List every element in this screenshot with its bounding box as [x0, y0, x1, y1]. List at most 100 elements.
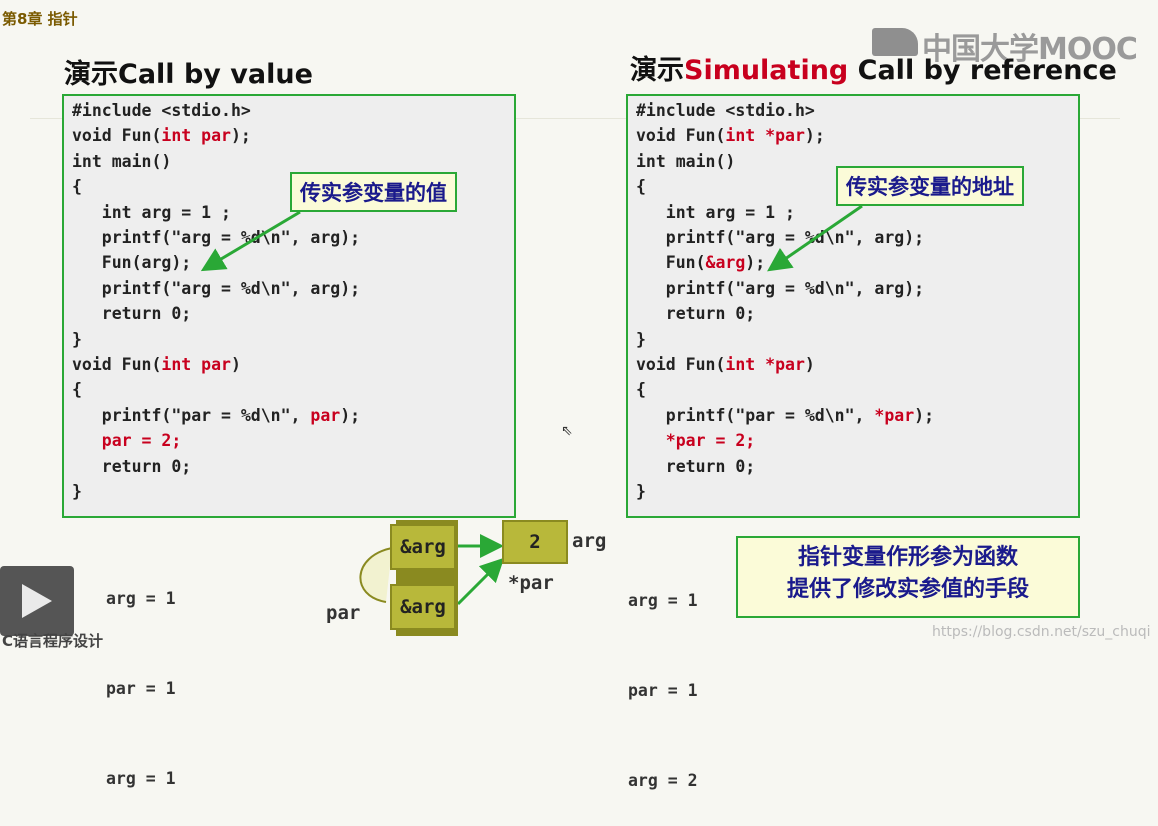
left-code-line: int main() — [72, 149, 514, 174]
right-title-red: Simulating — [684, 55, 849, 86]
left-callout: 传实参变量的值 — [290, 172, 457, 212]
code-keyword: int *par — [725, 126, 805, 146]
arg-label: arg — [572, 530, 607, 552]
code-text: return 0; — [636, 304, 756, 324]
right-code-line: int arg = 1 ; — [636, 200, 1078, 225]
code-text: void Fun( — [636, 126, 726, 146]
left-code-line: printf("arg = %d\n", arg); — [72, 276, 514, 301]
code-keyword: *par = 2; — [636, 431, 756, 451]
left-code-line: printf("arg = %d\n", arg); — [72, 225, 514, 250]
left-code-line: int arg = 1 ; — [72, 200, 514, 225]
code-text: return 0; — [636, 456, 756, 476]
right-code-line: printf("arg = %d\n", arg); — [636, 276, 1078, 301]
left-code-line: } — [72, 479, 514, 504]
left-title: 演示Call by value — [64, 59, 313, 90]
par-label: par — [326, 602, 361, 624]
left-code-line: printf("par = %d\n", par); — [72, 403, 514, 428]
code-text: #include <stdio.h> — [636, 101, 815, 120]
left-code-line: #include <stdio.h> — [72, 98, 514, 123]
code-text: int main() — [636, 151, 736, 171]
left-code-box: #include <stdio.h>void Fun(int par);int … — [62, 94, 516, 518]
code-text: { — [636, 380, 646, 400]
right-code-line: *par = 2; — [636, 428, 1078, 453]
left-output-line-2: par = 1 — [106, 679, 176, 698]
arrow-overlay — [200, 204, 863, 606]
par-to-value-arrow — [456, 557, 505, 606]
right-code-line: int main() — [636, 149, 1078, 174]
right-output-line-2: par = 1 — [628, 681, 698, 700]
value-box: 2 — [502, 520, 568, 564]
right-code-line: #include <stdio.h> — [636, 98, 1078, 123]
watermark: https://blog.csdn.net/szu_chuqi — [932, 624, 1151, 640]
code-text: ); — [230, 126, 251, 146]
code-text: } — [636, 329, 646, 349]
left-code-line: void Fun(int par); — [72, 123, 514, 148]
code-text: Fun(arg); — [72, 253, 192, 273]
right-code-line: { — [636, 174, 1078, 199]
code-text: int arg = 1 ; — [72, 202, 231, 222]
mooc-logo: 中国大学MOOC — [922, 32, 1138, 67]
code-text: void Fun( — [636, 355, 726, 375]
summary-line-1: 指针变量作形参为函数 — [797, 545, 1018, 570]
right-code-line: { — [636, 377, 1078, 402]
right-output-line-1: arg = 1 — [628, 591, 698, 610]
code-text: ); — [804, 126, 825, 146]
right-callout: 传实参变量的地址 — [836, 166, 1024, 206]
code-keyword: int par — [161, 126, 231, 146]
code-text: int main() — [72, 151, 172, 171]
code-keyword: *par — [874, 405, 915, 425]
left-code-line: { — [72, 174, 514, 199]
left-output-line-3: arg = 1 — [106, 769, 176, 788]
right-title-suffix: Call by reference — [848, 55, 1117, 86]
code-text: } — [72, 329, 82, 349]
code-text: printf("arg = %d\n", arg); — [72, 278, 361, 298]
deref-par-label: *par — [508, 572, 554, 594]
code-text: { — [636, 177, 646, 197]
right-callout-arrow — [767, 204, 863, 272]
code-text: { — [72, 177, 82, 197]
left-output-line-1: arg = 1 — [106, 589, 176, 608]
right-code-line: Fun(&arg); — [636, 250, 1078, 275]
summary-box: 指针变量作形参为函数 提供了修改实参值的手段 — [736, 536, 1080, 618]
play-icon — [22, 584, 52, 618]
code-text: } — [636, 482, 646, 502]
right-code-line: return 0; — [636, 454, 1078, 479]
copy-curve-arrow — [359, 547, 393, 603]
mouse-cursor-icon: ⇖ — [561, 423, 573, 439]
left-code-line: void Fun(int par) — [72, 352, 514, 377]
right-code: #include <stdio.h>void Fun(int *par);int… — [628, 96, 1078, 505]
left-callout-arrow — [200, 210, 301, 272]
left-code-line: return 0; — [72, 454, 514, 479]
code-text: printf("arg = %d\n", arg); — [72, 228, 361, 248]
code-text: ); — [914, 405, 935, 425]
code-text: return 0; — [72, 304, 192, 324]
right-output: arg = 1 par = 1 arg = 2 — [628, 526, 698, 826]
code-text: int arg = 1 ; — [636, 202, 795, 222]
code-text: ) — [230, 355, 241, 375]
right-code-line: void Fun(int *par) — [636, 352, 1078, 377]
code-keyword: int par — [161, 355, 231, 375]
left-code-line: Fun(arg); — [72, 250, 514, 275]
right-code-line: printf("par = %d\n", *par); — [636, 403, 1078, 428]
code-text: return 0; — [72, 456, 192, 476]
code-text: printf("arg = %d\n", arg); — [636, 228, 925, 248]
code-keyword: par = 2; — [72, 431, 182, 451]
mooc-logo-icon — [872, 28, 918, 56]
right-title: 演示Simulating Call by reference — [630, 48, 1117, 87]
code-text: ); — [745, 253, 766, 273]
right-code-line: void Fun(int *par); — [636, 123, 1078, 148]
code-text: } — [72, 482, 82, 502]
right-code-line: return 0; — [636, 301, 1078, 326]
video-play-button[interactable] — [0, 566, 74, 636]
slide-divider — [30, 118, 1120, 119]
code-text: #include <stdio.h> — [72, 101, 251, 120]
right-code-line: } — [636, 479, 1078, 504]
right-title-prefix: 演示 — [630, 55, 684, 86]
code-text: void Fun( — [72, 355, 162, 375]
code-keyword: int *par — [725, 355, 805, 375]
code-keyword: &arg — [705, 253, 746, 273]
arg-address-box: &arg — [390, 524, 456, 570]
left-output: arg = 1 par = 1 arg = 1 — [106, 524, 176, 824]
chapter-label: 第8章 指针 — [2, 10, 78, 28]
right-code-line: } — [636, 327, 1078, 352]
